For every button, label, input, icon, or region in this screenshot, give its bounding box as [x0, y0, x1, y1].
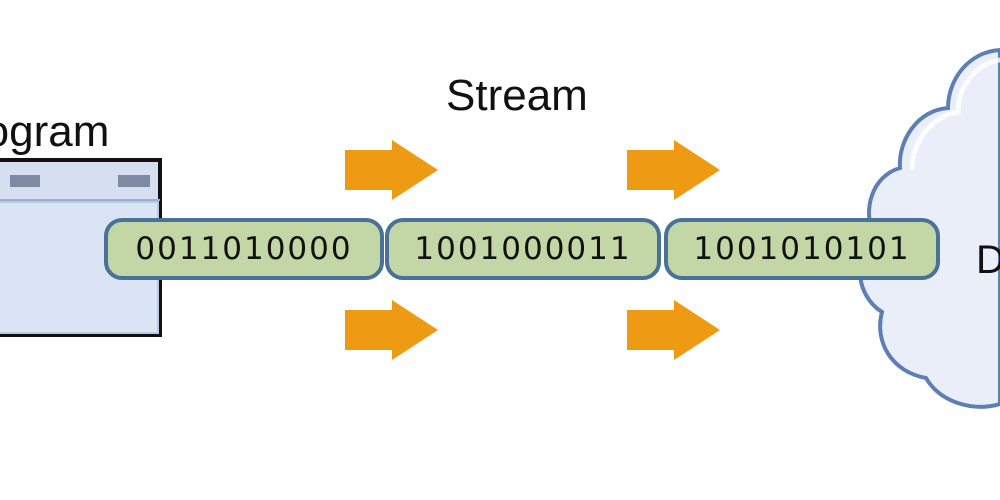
- titlebar-button: [118, 175, 150, 187]
- flow-arrows: [345, 140, 720, 360]
- arrow-right-icon: [345, 140, 438, 200]
- stream-label: Stream: [446, 71, 588, 120]
- arrow-right-icon: [627, 300, 720, 360]
- stream-chunk: 0011010000: [104, 218, 384, 280]
- arrow-right-icon: [627, 140, 720, 200]
- stream-chunk: 1001000011: [385, 218, 661, 280]
- program-label: rogram: [0, 107, 110, 156]
- titlebar-button: [10, 175, 40, 187]
- arrow-right-icon: [345, 300, 438, 360]
- destination-label: D: [976, 238, 1000, 282]
- stream-chunk: 1001010101: [664, 218, 940, 280]
